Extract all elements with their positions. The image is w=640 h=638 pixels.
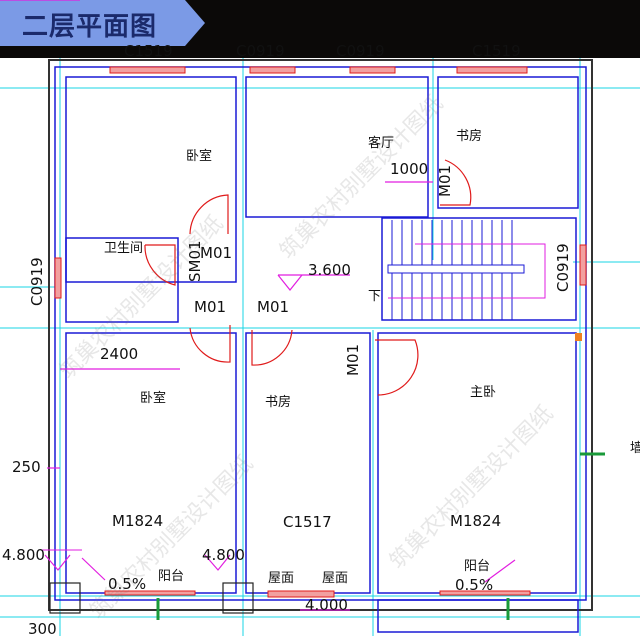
window-label: C1519	[124, 42, 173, 60]
elevation-label: 4.800	[2, 546, 45, 564]
window-label: C0919	[336, 42, 385, 60]
dim-300: 300	[28, 620, 57, 638]
elevation-label: 3.600	[308, 261, 351, 279]
door-label: M1824	[450, 512, 502, 530]
slope-label: 0.5%	[455, 576, 494, 594]
dimension-lines	[0, 0, 516, 611]
stair-arrow	[388, 243, 546, 299]
axis-lines	[0, 58, 640, 636]
grid-ticks	[156, 452, 605, 620]
room-study-top: 书房	[456, 129, 483, 144]
stair-down-label: 下	[368, 289, 382, 304]
title-banner: 二层平面图	[0, 0, 205, 46]
room-living: 客厅	[368, 136, 395, 151]
page-title: 二层平面图	[22, 12, 158, 42]
door-label: M01	[436, 164, 454, 197]
door-label: M01	[344, 343, 362, 376]
door-label: M01	[257, 298, 290, 316]
windows	[54, 66, 587, 598]
door-label: M01	[194, 298, 227, 316]
window-label: C1519	[472, 42, 521, 60]
room-roof-right: 屋面	[322, 571, 349, 586]
room-balcony-right: 阳台	[464, 559, 491, 574]
room-bedroom-top: 卧室	[186, 149, 213, 164]
room-roof-left: 屋面	[268, 571, 295, 586]
dim-1000: 1000	[390, 160, 429, 178]
room-bathroom: 卫生间	[104, 241, 144, 256]
elevation-label: 4.000	[305, 596, 348, 614]
dim-2400: 2400	[100, 345, 139, 363]
window-label: C0919	[554, 243, 572, 292]
room-bedroom-bottom: 卧室	[140, 391, 167, 406]
side-label: 墙	[630, 441, 640, 456]
room-balcony-left: 阳台	[158, 569, 185, 584]
dim-250: 250	[12, 458, 41, 476]
window-label: C0919	[236, 42, 285, 60]
columns	[49, 582, 254, 614]
staircase[interactable]	[387, 220, 525, 320]
doors[interactable]	[144, 159, 472, 396]
window-label: C1517	[283, 513, 332, 531]
window-label: C0919	[28, 257, 46, 306]
room-master: 主卧	[470, 385, 497, 400]
door-label: M01	[200, 244, 233, 262]
door-label: M1824	[112, 512, 164, 530]
slope-label: 0.5%	[108, 575, 147, 593]
marker	[575, 333, 582, 341]
room-study-bottom: 书房	[265, 395, 292, 410]
header-band: 二层平面图	[0, 0, 640, 58]
elevation-label: 4.800	[202, 546, 245, 564]
